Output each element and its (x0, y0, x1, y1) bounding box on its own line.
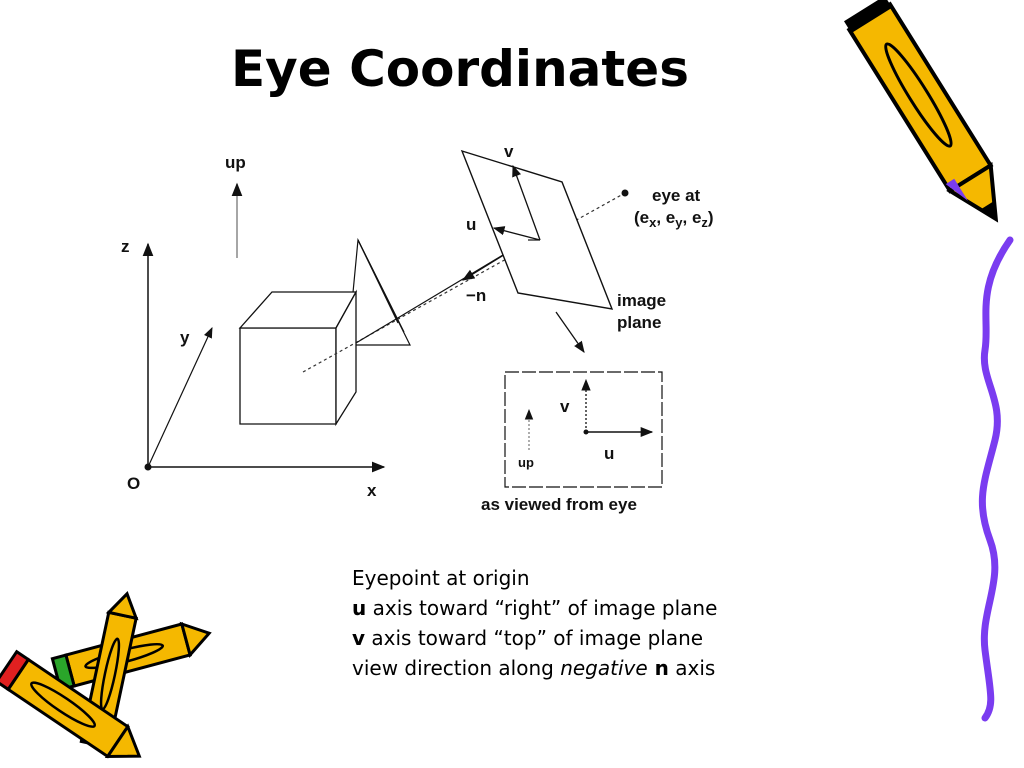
inset-box (504, 371, 663, 488)
origin-label: O (127, 474, 140, 493)
v-vector (512, 164, 541, 241)
u-label: u (466, 215, 476, 234)
note-line-4: view direction along negative n axis (352, 656, 716, 680)
to-inset-arrow (555, 311, 585, 353)
origin-dot (144, 463, 152, 471)
wavy-border-line (978, 236, 1014, 722)
neg-n-label: −n (466, 286, 486, 305)
slide-title: Eye Coordinates (231, 40, 689, 98)
note-line-1: Eyepoint at origin (352, 566, 530, 590)
image-label: image (617, 291, 666, 310)
v-label: v (504, 142, 514, 161)
z-axis-label: z (121, 237, 130, 256)
note-line-2: u axis toward “right” of image plane (352, 596, 718, 620)
viewed-from-eye-label: as viewed from eye (481, 495, 637, 514)
inset-u-label: u (604, 444, 614, 463)
y-axis (147, 327, 213, 468)
eye-at-label: eye at (652, 186, 701, 205)
pencil-icon (843, 0, 999, 223)
plane-label: plane (617, 313, 661, 332)
notes-text-block: Eyepoint at origin u axis toward “right”… (352, 563, 717, 683)
note-line-3: v axis toward “top” of image plane (352, 626, 704, 650)
x-axis-label: x (367, 481, 377, 500)
world-axes (142, 242, 386, 473)
up-label: up (225, 153, 246, 172)
y-axis-label: y (180, 328, 190, 347)
cube (238, 289, 358, 427)
u-vector (492, 226, 541, 241)
eye-coords-label: (ex, ey, ez) (634, 208, 714, 230)
eye-point (621, 189, 629, 197)
pencil-icon (0, 649, 142, 759)
inset-v-label: v (560, 397, 570, 416)
inset-up-label: up (518, 455, 534, 470)
